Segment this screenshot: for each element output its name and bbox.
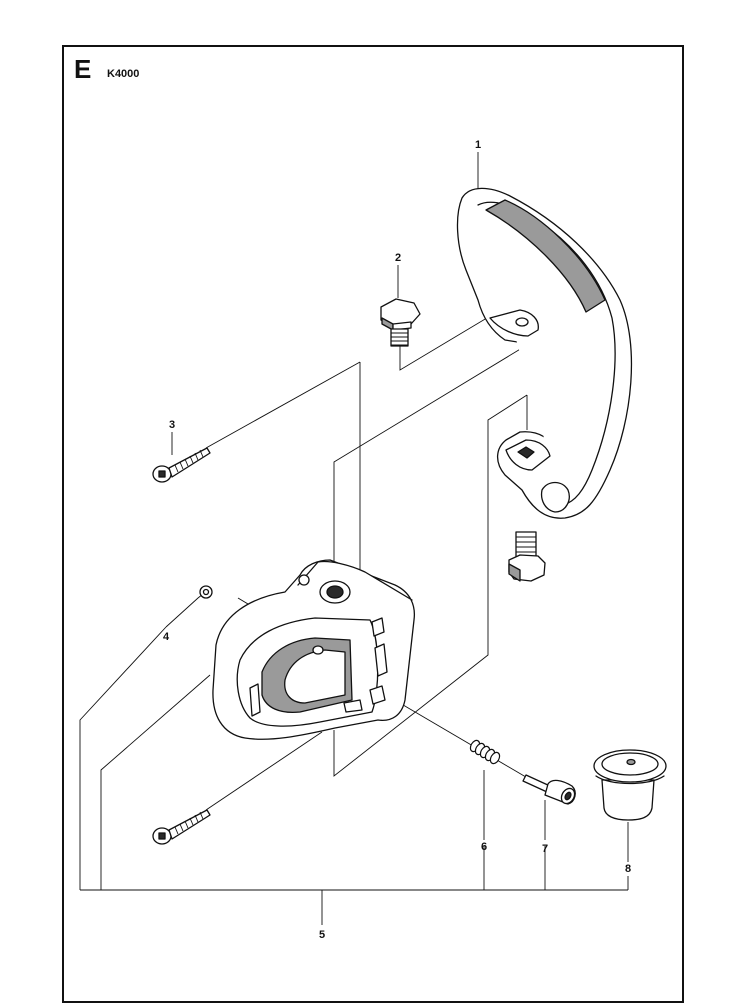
spring-part	[469, 739, 501, 765]
model-label: K4000	[107, 68, 140, 80]
callout-8: 8	[625, 863, 631, 875]
callout-2: 2	[395, 252, 401, 264]
hex-bolt-part	[380, 298, 421, 347]
long-screw-part	[152, 447, 211, 483]
callout-4: 4	[163, 631, 170, 643]
callout-1: 1	[475, 139, 481, 151]
handle-bolt-nut-part	[508, 531, 546, 582]
diagram-frame	[62, 45, 684, 1003]
callout-6: 6	[481, 841, 487, 853]
front-handle-part	[456, 187, 633, 519]
callout-3: 3	[169, 419, 175, 431]
section-letter: E	[74, 54, 92, 84]
callout-7: 7	[542, 843, 548, 855]
leader-lines	[79, 152, 629, 925]
long-screw-lower-part	[152, 809, 211, 845]
pin-part	[522, 774, 576, 805]
callout-5: 5	[319, 929, 325, 941]
handle-housing-part	[212, 559, 416, 740]
cap-part	[593, 749, 667, 821]
callout-labels: 1 2 3 4 5 6 7 8	[163, 139, 631, 941]
washer-part	[199, 585, 213, 599]
